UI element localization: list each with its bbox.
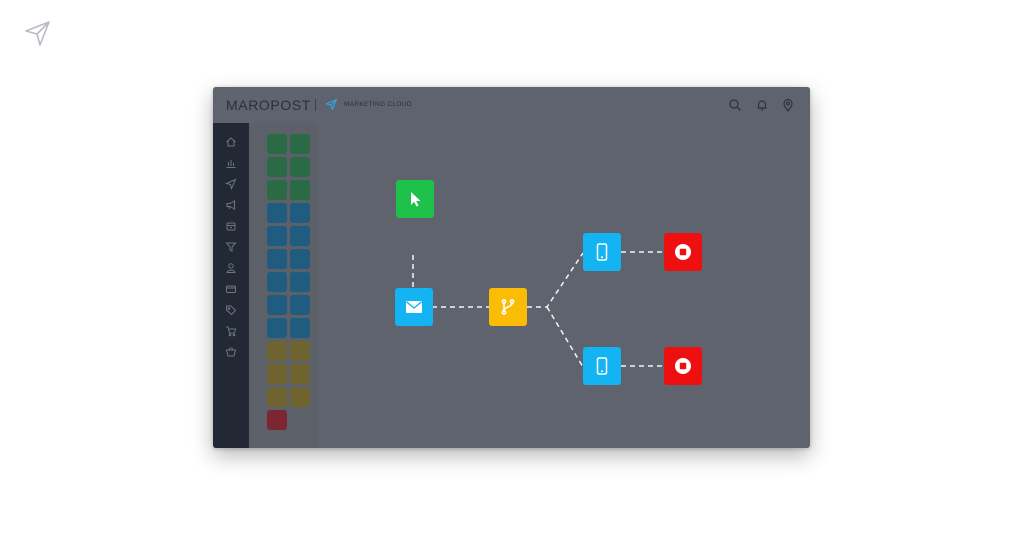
mobile-icon (596, 243, 608, 261)
workflow-canvas (317, 123, 810, 448)
sms-node-bottom[interactable] (583, 347, 621, 385)
palette-tile[interactable] (267, 134, 287, 154)
home-icon[interactable] (225, 135, 237, 147)
palette-tile[interactable] (290, 295, 310, 315)
box-icon[interactable] (225, 219, 237, 231)
mobile-icon (596, 357, 608, 375)
palette-tile[interactable] (290, 249, 310, 269)
palette-tile[interactable] (290, 180, 310, 200)
connector-split-sms-bottom (546, 306, 584, 368)
palette-tile[interactable] (267, 387, 287, 407)
sms-node-top[interactable] (583, 233, 621, 271)
palette-tile[interactable] (267, 318, 287, 338)
paper-plane-icon[interactable] (224, 177, 237, 191)
paper-plane-icon (22, 18, 52, 48)
location-pin-icon[interactable] (781, 98, 795, 112)
tag-icon[interactable] (225, 303, 237, 316)
cart-icon[interactable] (225, 324, 237, 337)
palette-tile[interactable] (267, 157, 287, 177)
search-icon[interactable] (728, 98, 742, 112)
stop-node-top[interactable] (664, 233, 702, 271)
palette-tile[interactable] (267, 295, 287, 315)
palette-tile[interactable] (290, 364, 310, 384)
sidebar-nav (213, 123, 249, 448)
stop-node-bottom[interactable] (664, 347, 702, 385)
chart-icon[interactable] (225, 156, 237, 168)
header-divider (315, 99, 316, 111)
palette-tile[interactable] (267, 226, 287, 246)
palette-tile[interactable] (267, 272, 287, 292)
palette-tile[interactable] (290, 157, 310, 177)
email-node[interactable] (395, 288, 433, 326)
megaphone-icon[interactable] (225, 198, 237, 210)
bell-icon[interactable] (755, 98, 769, 112)
app-window: MAROPOST MARKETING CLOUD (213, 87, 810, 448)
workflow-connectors (412, 251, 664, 368)
card-icon[interactable] (225, 282, 237, 294)
top-bar: MAROPOST MARKETING CLOUD (213, 87, 810, 123)
paper-plane-icon (325, 98, 338, 111)
trigger-node[interactable] (396, 180, 434, 218)
palette-tile[interactable] (290, 226, 310, 246)
envelope-icon (406, 301, 422, 313)
palette-tile[interactable] (267, 364, 287, 384)
palette-tile[interactable] (267, 410, 287, 430)
palette-tile[interactable] (267, 341, 287, 361)
user-icon[interactable] (225, 261, 237, 273)
stop-icon (675, 244, 691, 260)
brand-logo: MAROPOST (226, 97, 311, 113)
palette-tile[interactable] (267, 180, 287, 200)
palette-tile[interactable] (290, 387, 310, 407)
split-node[interactable] (489, 288, 527, 326)
basket-icon[interactable] (225, 345, 237, 357)
palette-tile[interactable] (290, 318, 310, 338)
palette-tile[interactable] (290, 203, 310, 223)
palette-tile[interactable] (290, 272, 310, 292)
product-name: MARKETING CLOUD (344, 101, 412, 108)
funnel-icon[interactable] (225, 240, 237, 252)
branch-icon (501, 299, 515, 315)
cursor-icon (411, 192, 421, 207)
palette-tile[interactable] (267, 249, 287, 269)
palette-tile[interactable] (267, 203, 287, 223)
palette-panel (249, 123, 317, 448)
palette-tile[interactable] (290, 134, 310, 154)
connector-split-sms-top (527, 252, 584, 308)
stop-icon (675, 358, 691, 374)
palette-tile[interactable] (290, 341, 310, 361)
